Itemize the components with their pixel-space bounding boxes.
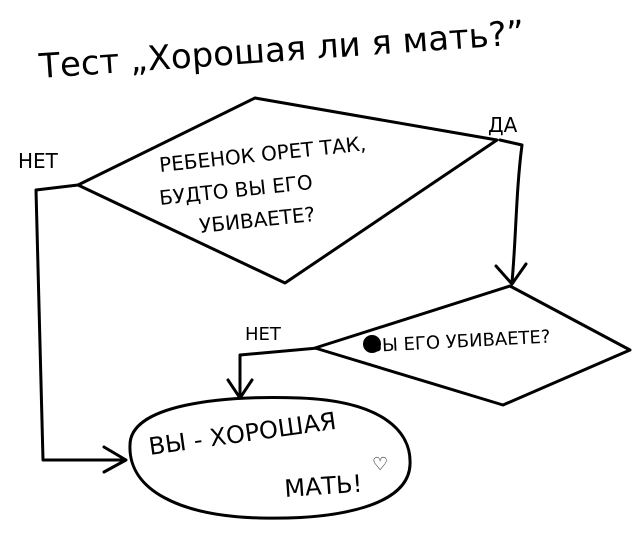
arrowhead-down-yes (494, 262, 528, 286)
ink-blot (363, 335, 381, 353)
decision-diamond-1 (76, 96, 499, 285)
chart-title: Тест „Хорошая ли я мать?” (37, 13, 526, 87)
no-connector-1 (34, 183, 124, 462)
decision-diamond-2 (313, 284, 632, 407)
decision-1-line-1: РЕБЕНОК ОРЕТ ТАК, (158, 131, 367, 177)
yes-label-1: ДА (488, 113, 518, 137)
no-connector-2 (238, 346, 320, 398)
decision-2-text: ВЫ ЕГО УБИВАЕТЕ? (369, 327, 551, 357)
heart-icon: ♡ (372, 454, 388, 475)
no-label-2: НЕТ (245, 324, 282, 345)
result-ellipse (128, 396, 412, 520)
arrowhead-right-no (102, 445, 128, 474)
result-line-1: ВЫ - ХОРОШАЯ (147, 407, 338, 461)
no-label-1: НЕТ (18, 149, 59, 173)
yes-connector-1 (498, 138, 524, 284)
decision-1-line-3: УБИВАЕТЕ? (198, 202, 316, 238)
result-line-2: МАТЬ! (283, 470, 363, 503)
